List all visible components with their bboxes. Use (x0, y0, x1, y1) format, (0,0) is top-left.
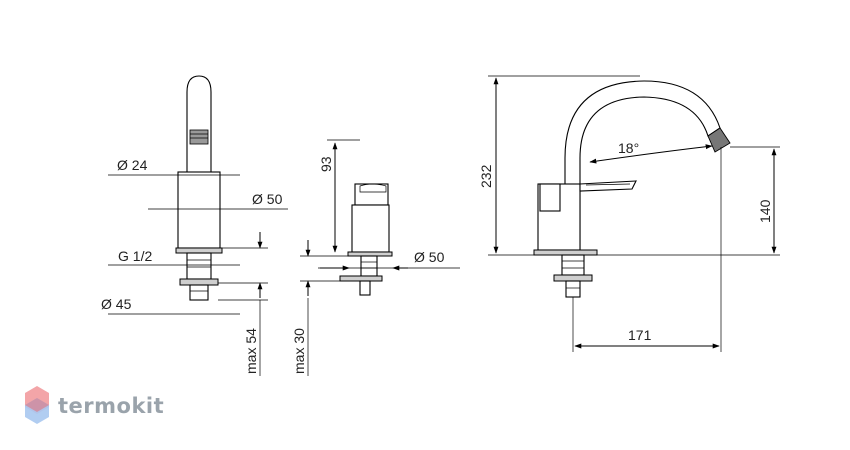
dim-base-diameter: Ø 45 (101, 296, 132, 312)
logo-hexagon-overlap (25, 398, 49, 412)
dim-body-diameter-mid: Ø 50 (414, 249, 445, 265)
brand-name: termokit (58, 394, 164, 418)
dim-outlet-height: 140 (757, 199, 773, 223)
spout-side-view (533, 80, 731, 298)
dim-max-mid: max 30 (291, 328, 307, 374)
handle-side-view (339, 183, 393, 296)
dim-angle: 18° (618, 140, 639, 156)
dim-spout-diameter: Ø 24 (117, 157, 148, 173)
dim-reach: 171 (628, 327, 652, 343)
right-view-dimensions (488, 75, 780, 352)
dim-thread: G 1/2 (118, 248, 152, 264)
spout-front-view (175, 75, 223, 301)
dim-body-diameter-left: Ø 50 (252, 191, 283, 207)
dim-handle-height: 93 (318, 156, 334, 172)
left-view-dimensions (108, 174, 288, 376)
dim-total-height: 232 (478, 164, 494, 188)
termokit-logo: termokit (25, 386, 164, 424)
middle-view-dimensions (300, 139, 460, 376)
dim-max-left: max 54 (243, 328, 259, 374)
